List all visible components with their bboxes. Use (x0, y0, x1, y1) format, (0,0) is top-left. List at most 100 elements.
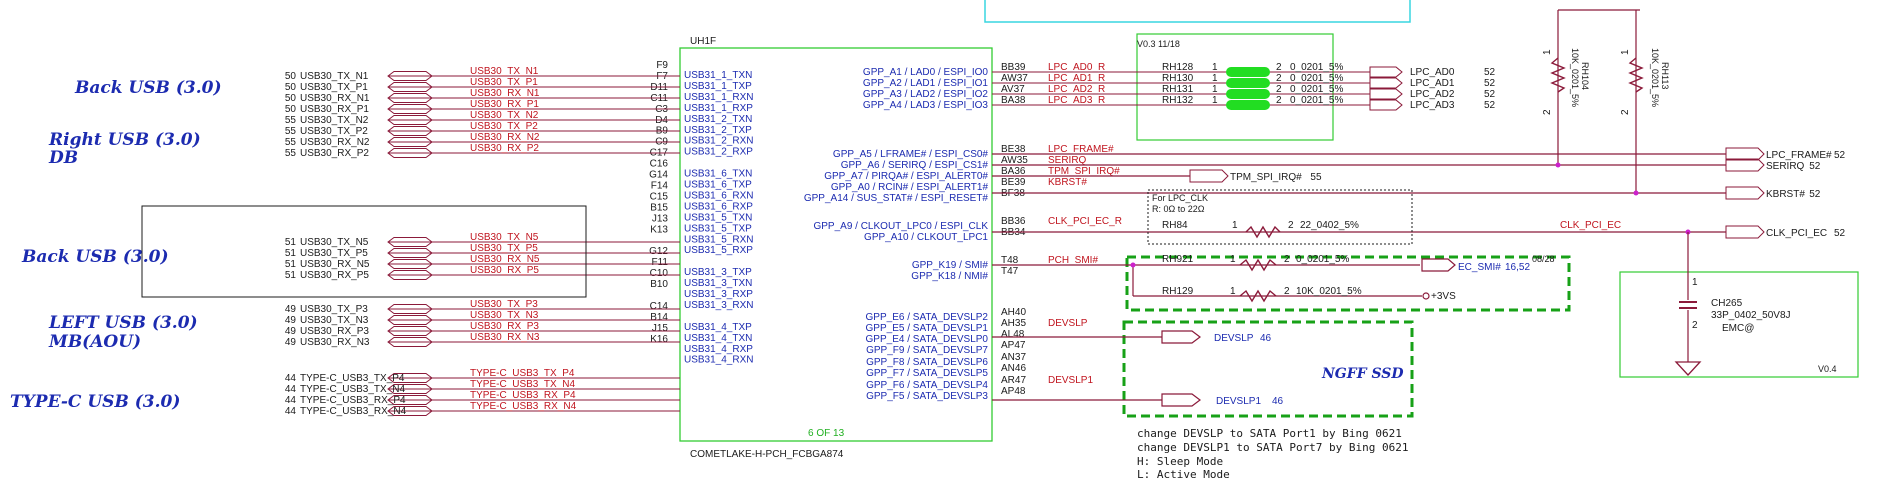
lpc-res-val: 0_0201_5% (1290, 62, 1343, 73)
pin-net-right: DEVSLP (1048, 318, 1088, 329)
pin-name-left: USB31_1_RXP (684, 103, 753, 114)
usb-port-connector (387, 395, 433, 405)
pin-name-left: USB31_2_TXN (684, 114, 752, 125)
pin-ball-left: F14 (651, 180, 669, 191)
lpc-res-ref: RH130 (1162, 73, 1194, 84)
pin-ball-left: F9 (656, 60, 668, 71)
lpc-res-p2: 2 (1276, 73, 1282, 84)
out-page: 52 (1809, 189, 1821, 200)
lpc-out-page: 52 (1484, 67, 1496, 78)
usb-port-name: USB30_RX_P1 (300, 104, 369, 115)
usb-page-ref: 55 (285, 115, 297, 126)
usb-page-ref: 44 (285, 384, 297, 395)
pin-name-right: GPP_K18 / NMI# (911, 271, 988, 282)
usb-net-name: TYPE-C_USB3_TX_P4 (470, 368, 575, 379)
pin-ball-left: K16 (650, 334, 668, 345)
ec-smi-connector[interactable] (1421, 258, 1456, 272)
rh113-p2: 2 (1620, 109, 1631, 115)
ec-smi-pages: 16,52 (1505, 262, 1530, 273)
usb-port-name: USB30_TX_P2 (300, 126, 368, 137)
usb-port-connector (387, 115, 433, 125)
usb-port-connector (387, 406, 433, 416)
clk-net-right: CLK_PCI_EC (1560, 220, 1621, 231)
rh921-p2: 2 (1284, 254, 1290, 265)
pin-ball-left: K13 (650, 224, 668, 235)
pin-name-left: USB31_5_RXP (684, 245, 753, 256)
lpc-resistor-body (1226, 78, 1270, 88)
usb-page-ref: 50 (285, 82, 297, 93)
pin-ball-right: T48 (1001, 255, 1019, 266)
note-4: L: Active Mode (1137, 468, 1230, 481)
rh113-p1: 1 (1620, 49, 1631, 55)
rh129-p2: 2 (1284, 286, 1290, 297)
cap-box (1619, 271, 1859, 378)
usb-port-connector (387, 126, 433, 136)
usb-port-connector (387, 71, 433, 81)
pin-name-right: GPP_F6 / SATA_DEVSLP4 (866, 380, 988, 391)
pin-name-right: GPP_A1 / LAD0 / ESPI_IO0 (863, 67, 989, 78)
lpc-out-net: LPC_AD0 (1410, 67, 1455, 78)
out-connector (1725, 186, 1765, 200)
lpc-out-connector (1369, 66, 1403, 78)
pin-ball-right: BB36 (1001, 216, 1026, 227)
out-page: 55 (1310, 172, 1322, 183)
top-frame (984, 0, 1411, 23)
pin-name-left: USB31_4_TXN (684, 333, 752, 344)
pin-ball-left: B14 (650, 312, 668, 323)
chip-ref: UH1F (690, 36, 716, 47)
rh921-val: 0_0201_5% (1296, 254, 1349, 265)
pin-name-right: GPP_A14 / SUS_STAT# / ESPI_RESET# (804, 193, 989, 204)
pin-net-right: PCH_SMI# (1048, 255, 1098, 266)
section-left-usb: LEFT USB (3.0) (48, 313, 198, 333)
pin-net-right: SERIRQ (1048, 155, 1087, 166)
usb-port-connector (387, 104, 433, 114)
clk-res-val: 22_0402_5% (1300, 220, 1359, 231)
rh104-p2: 2 (1542, 109, 1553, 115)
pin-name-right: GPP_A5 / LFRAME# / ESPI_CS0# (833, 149, 989, 160)
cap-p1: 1 (1692, 277, 1698, 288)
devslp-connector[interactable] (1161, 330, 1201, 344)
pin-ball-left: J13 (652, 213, 669, 224)
pin-net-right: TPM_SPI_IRQ# (1048, 166, 1120, 177)
pin-name-left: USB31_6_TXN (684, 169, 752, 180)
lpc-ad-box (1136, 33, 1334, 141)
pin-name-left: USB31_4_RXP (684, 344, 753, 355)
pin-name-left: USB31_4_TXP (684, 322, 752, 333)
lpc-out-connector (1369, 88, 1403, 100)
pin-name-left: USB31_3_RXP (684, 289, 753, 300)
devslp1-connector[interactable] (1161, 393, 1201, 407)
usb-net-name: USB30_TX_N3 (470, 310, 539, 321)
usb-page-ref: 51 (285, 270, 297, 281)
pin-ball-left: C10 (650, 268, 669, 279)
pin-name-left: USB31_2_RXP (684, 147, 753, 158)
pin-net-right: LPC_AD2_R (1048, 84, 1105, 95)
usb-port-connector (387, 237, 433, 247)
usb-port-name: TYPE-C_USB3_TX_P4 (300, 373, 405, 384)
usb-port-connector (387, 248, 433, 258)
out-net: CLK_PCI_EC (1766, 228, 1827, 239)
usb-page-ref: 44 (285, 373, 297, 384)
rh104-ref: RH104 (1580, 62, 1590, 90)
lpc-resistor-body (1226, 100, 1270, 110)
cap-ref: CH265 (1711, 298, 1743, 309)
lpc-out-connector (1369, 99, 1403, 111)
usb-net-name: TYPE-C_USB3_RX_P4 (470, 390, 576, 401)
usb-page-ref: 49 (285, 315, 297, 326)
pin-name-left: USB31_5_TXP (684, 223, 752, 234)
usb-net-name: USB30_RX_N5 (470, 254, 540, 265)
out-net: SERIRQ (1766, 161, 1805, 172)
pin-ball-right: BA38 (1001, 95, 1026, 106)
out-connector (1725, 225, 1765, 239)
pin-ball-left: C14 (650, 301, 669, 312)
usb-port-name: TYPE-C_USB3_RX_N4 (300, 406, 407, 417)
pin-ball-left: G14 (649, 170, 668, 181)
pin-net-right: LPC_FRAME# (1048, 144, 1114, 155)
ec-smi-net: EC_SMI# (1458, 262, 1501, 273)
cap-version: V0.4 (1818, 364, 1837, 374)
pin-name-right: GPP_A7 / PIRQA# / ESPI_ALERT0# (824, 171, 988, 182)
pin-ball-right: AW37 (1001, 73, 1028, 84)
rh104-val: 10K_0201_5% (1570, 48, 1580, 107)
pin-ball-right: AR47 (1001, 375, 1026, 386)
pin-ball-right: AN37 (1001, 352, 1026, 363)
